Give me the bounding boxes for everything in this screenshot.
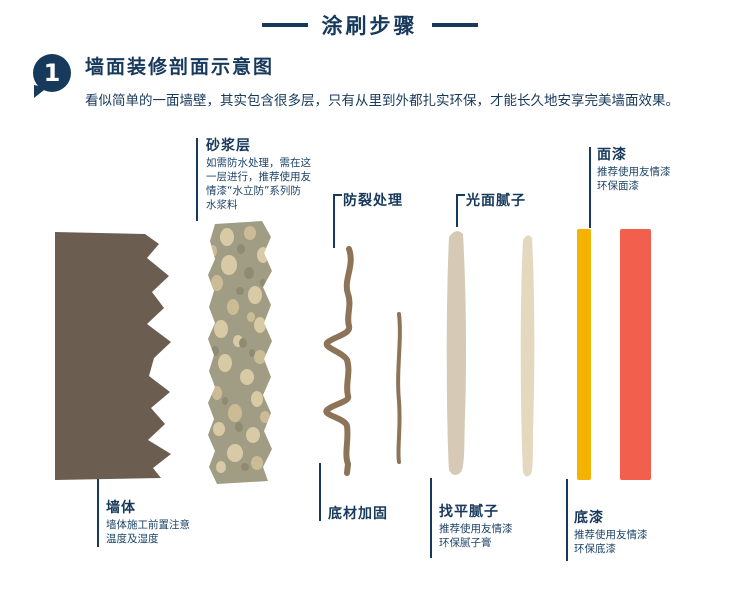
primer-connector-line: [566, 479, 568, 561]
primer-label: 底漆: [574, 510, 604, 526]
primer-shape: [577, 229, 591, 480]
mortar-spots-mid: [209, 226, 270, 470]
wall-layer-graphic: [55, 232, 171, 480]
top-coat-connector-line: [589, 147, 591, 228]
mortar-spots-light: [213, 228, 269, 473]
top-coat-label: 面漆: [597, 147, 627, 163]
primer-note: 推荐使用友情漆 环保底漆: [574, 529, 648, 555]
base-reinforce-label: 底材加固: [328, 506, 388, 522]
anti-crack-label: 防裂处理: [343, 193, 403, 209]
top-coat-note: 推荐使用友情漆 环保面漆: [597, 166, 671, 192]
base-reinforce-layer-graphic: [396, 312, 402, 464]
leveling-putty-connector-line: [430, 478, 432, 558]
anti-crack-line: [323, 246, 354, 476]
wall-label: 墙体: [106, 500, 136, 516]
mortar-layer-note: 如需防水处理，需在这 一层进行，推荐使用友 情漆“水立防”系列防 水浆料: [206, 157, 311, 211]
smooth-putty-shape: [446, 231, 467, 476]
top-coat-layer-graphic: [620, 229, 651, 480]
mortar-layer-label: 砂浆层: [206, 138, 251, 154]
title-dash-left: [261, 23, 308, 27]
wall-connector-line: [97, 479, 99, 547]
page-title: 涂刷步骤: [321, 14, 418, 38]
leveling-putty-label: 找平腻子: [439, 504, 499, 520]
mortar-layer-graphic: [208, 221, 272, 484]
leveling-putty-note: 推荐使用友情漆 环保腻子膏: [439, 523, 513, 549]
smooth-putty-connector-line: [456, 194, 465, 227]
section-title: 墙面装修剖面示意图: [85, 56, 275, 78]
step-number-badge: 1: [33, 54, 71, 92]
leveling-putty-layer-graphic: [520, 235, 535, 477]
anti-crack-layer-graphic: [323, 246, 354, 476]
smooth-putty-label: 光面腻子: [466, 193, 526, 209]
wall-layer-shape: [55, 232, 171, 480]
smooth-putty-layer-graphic: [446, 231, 467, 476]
anti-crack-connector-line: [333, 194, 342, 248]
mortar-connector-line: [196, 138, 198, 221]
title-dash-right: [431, 23, 478, 27]
base-reinforce-line: [396, 312, 402, 464]
primer-layer-graphic: [577, 229, 591, 480]
leveling-putty-shape: [520, 235, 535, 477]
section-description: 看似简单的一面墙壁，其实包含很多层，只有从里到外都扎实环保，才能长久地安享完美墙…: [85, 93, 679, 109]
top-coat-shape: [620, 229, 651, 480]
wall-note: 墙体施工前置注意 温度及湿度: [106, 519, 190, 545]
base-reinforce-connector-line: [319, 463, 321, 521]
page-header: 涂刷步骤: [0, 10, 739, 40]
